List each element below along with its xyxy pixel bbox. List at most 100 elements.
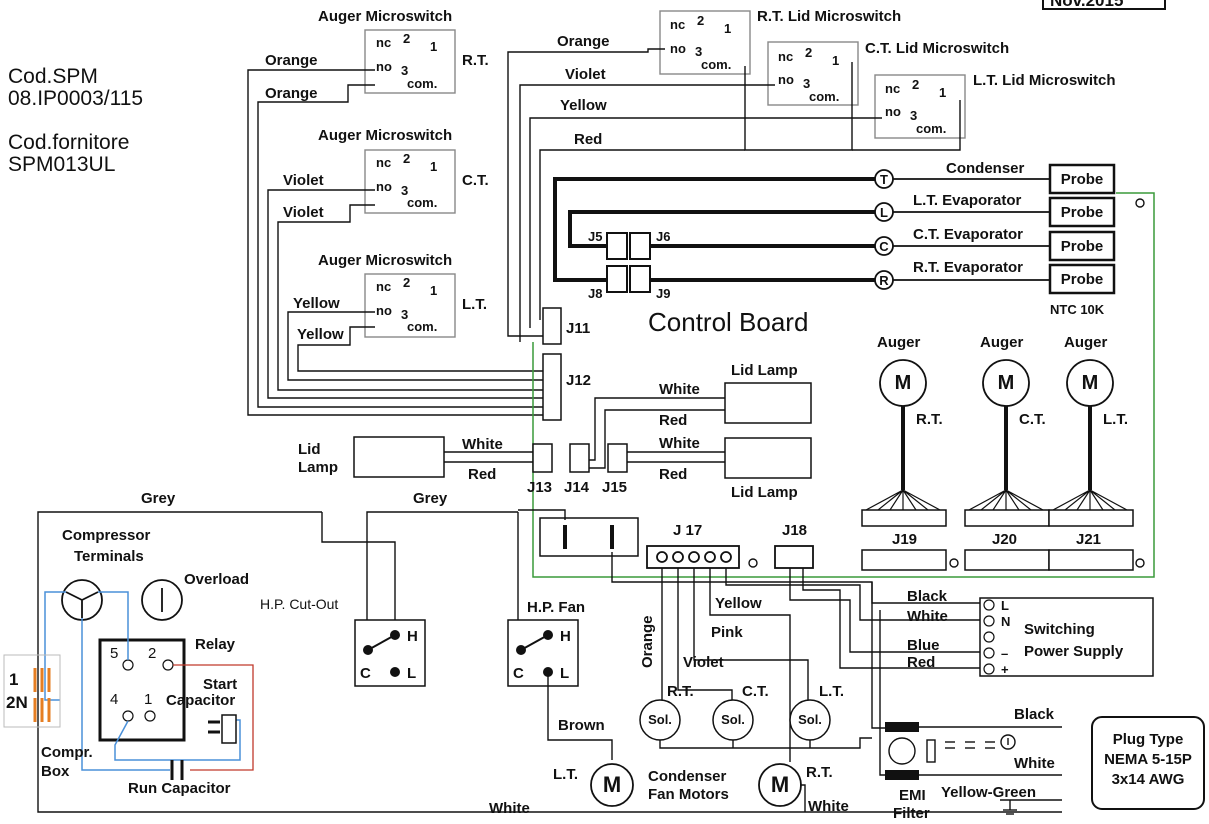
probe-r-letter: R [879,273,889,288]
sw3-com: com. [701,57,732,72]
sw2-com: com. [407,319,438,334]
probe-rt-name: R.T. Evaporator [913,259,1024,276]
wire-label-black-2: Black [1014,706,1055,723]
blue-wires [44,591,241,771]
j11-label: J11 [566,320,591,337]
code-supplier-label: Cod.fornitore [8,131,130,154]
sw1-t1: 1 [430,159,438,174]
emi-filter [885,722,1062,815]
relay-pin-2: 2 [148,645,157,662]
compressor-terminals-line1: Compressor [62,527,151,544]
wire-label-orange-1: Orange [265,52,318,69]
probe-condenser-name: Condenser [946,160,1025,177]
fan-lt-label: L.T. [553,766,578,783]
red-wire [173,664,254,771]
plug-box [1091,716,1205,810]
board-hole-4 [748,558,758,568]
date-label: Nov.2015 [1050,0,1124,10]
probe-box-2: Probe [1060,204,1104,221]
ps-pin-plus: + [1001,662,1009,677]
wire-label-white-3: White [659,435,700,452]
wire-label-grey-1: Grey [141,490,176,507]
sw0-nc: nc [376,35,392,50]
hp-cutout-label: H.P. Cut-Out [260,596,339,612]
brown-wire [547,672,613,760]
relay-box [98,638,186,742]
plug-line1: Plug Type [1112,731,1184,748]
relay-pin-1: 1 [144,691,153,708]
sw3-nc: nc [670,17,686,32]
auger-switch-lt-side: L.T. [462,296,487,313]
condenser-fan-line1: Condenser [648,768,727,785]
sol-lt-side: L.T. [819,683,844,700]
auger-fan-wires [865,489,1128,511]
j8-label: J8 [588,286,603,301]
terminal-block [33,668,51,722]
j17-j18-connectors [646,545,814,569]
solenoid-common [659,737,872,749]
auger-ct-side: C.T. [1019,411,1046,428]
j9-label: J9 [656,286,671,301]
relay-pin-4: 4 [110,691,119,708]
sw2-t3: 3 [401,307,409,322]
lid-lamp-left-line1: Lid [298,441,321,458]
auger-wires [901,406,1092,490]
wire-label-yellow-green: Yellow-Green [941,784,1037,801]
compr-box-line1: Compr. [41,744,93,761]
lamp-wires [444,397,725,469]
hp-fan-c: C [513,665,524,682]
wire-label-white-6: White [808,798,849,815]
sw3-t1: 1 [724,21,732,36]
j12-label: J12 [566,372,592,389]
sol-rt-side: R.T. [667,683,694,700]
wire-label-violet-1: Violet [283,172,324,189]
probe-box-4: Probe [1060,271,1104,288]
run-capacitor-label: Run Capacitor [128,780,231,797]
code-spm-label: Cod.SPM [8,65,98,88]
wire-label-white-4: White [907,608,948,625]
j17-label: J 17 [673,522,703,539]
microswitch-boxes [364,10,966,338]
sw0-t3: 3 [401,63,409,78]
terminal-2n-label: 2N [6,693,28,712]
wire-label-red-2: Red [468,466,497,483]
sol-lt-label: Sol. [798,712,822,727]
wire-label-brown: Brown [558,717,605,734]
sw4-com: com. [809,89,840,104]
probe-ct-name: C.T. Evaporator [913,226,1024,243]
lid-lamp-bottom-label: Lid Lamp [731,484,798,501]
code-spm-number: 08.IP0003/115 [8,87,144,110]
wire-label-yellow-3: Yellow [560,97,607,114]
board-hole-3 [1135,558,1145,568]
wire-label-orange-3: Orange [557,33,610,50]
auger-rt-side: R.T. [916,411,943,428]
hp-fan-l: L [560,665,570,682]
auger-lt-label: Auger [1064,334,1108,351]
j19-label: J19 [892,531,918,548]
sw0-no: no [376,59,392,74]
wire-label-red-3: Red [659,412,688,429]
sw5-t3: 3 [910,108,918,123]
fan-lt-motor-symbol: M [602,772,622,797]
auger-switch-rt-side: R.T. [462,52,489,69]
sw5-t2: 2 [912,77,920,92]
sw1-com: com. [407,195,438,210]
j19-j21-connectors [861,509,1134,571]
wire-label-blue: Blue [907,637,940,654]
auger-switch-ct-side: C.T. [462,172,489,189]
sw4-t3: 3 [803,76,811,91]
wire-label-yellow-4: Yellow [715,595,762,612]
start-capacitor-line2: Capacitor [166,692,236,709]
probe-type: NTC 10K [1050,302,1105,317]
power-frame-wires [37,509,1062,813]
sw4-no: no [778,72,794,87]
auger-switch-rt-title: Auger Microswitch [318,8,453,25]
wire-label-violet-4: Violet [683,654,724,671]
auger-lt-side: L.T. [1103,411,1128,428]
wire-label-white-5: White [489,800,530,817]
j5-label: J5 [588,229,603,244]
compr-box-line2: Box [41,763,70,780]
relay-label: Relay [195,636,236,653]
probe-l-letter: L [880,205,888,220]
auger-lt-motor-symbol: M [1081,372,1099,394]
